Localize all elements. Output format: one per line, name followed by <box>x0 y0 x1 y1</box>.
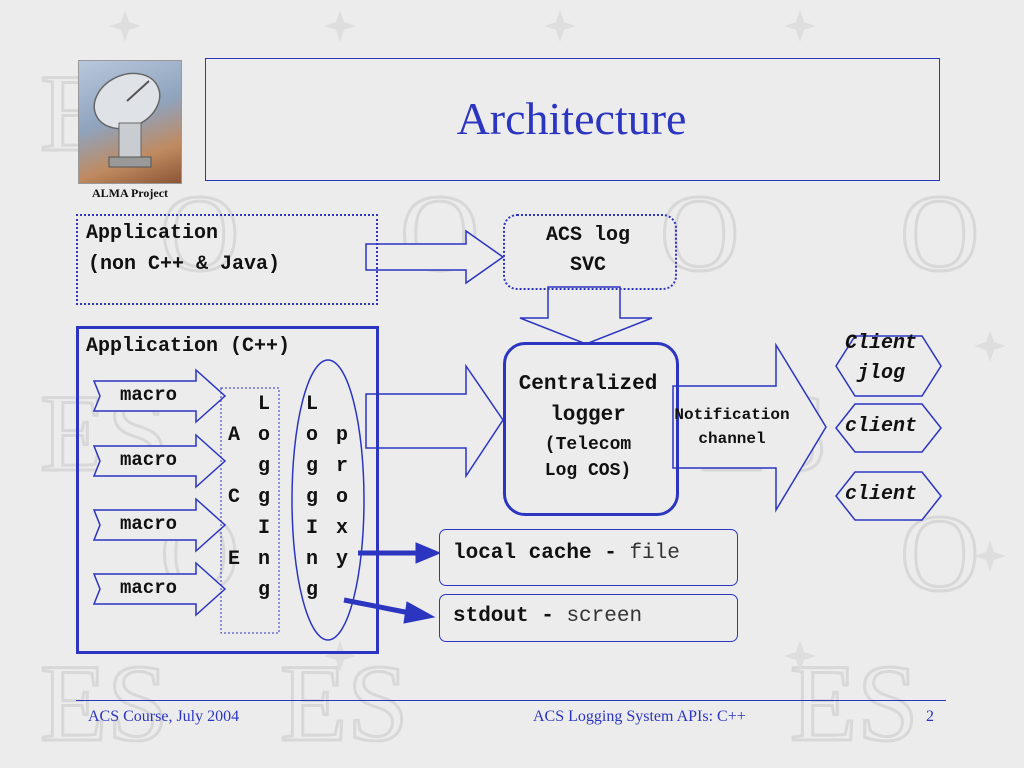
macro-arrow-3 <box>92 497 227 553</box>
client-label-2: client <box>844 415 917 438</box>
stdout-bold: stdout - <box>453 605 554 628</box>
application-noncpp-box <box>76 214 378 305</box>
logging-proxy-letter: o <box>305 424 318 447</box>
application-noncpp-line1: Application <box>86 222 219 245</box>
logging-proxy-letter: L <box>305 393 318 416</box>
arrow-acs-log-to-logger <box>519 286 653 345</box>
svg-text:ES: ES <box>790 642 918 764</box>
application-noncpp-line2: (non C++ & Java) <box>88 253 281 276</box>
footer-course: ACS Course, July 2004 <box>88 708 240 725</box>
ace-column-frame <box>220 387 280 634</box>
client-shape-3 <box>835 471 942 521</box>
acs-log-svc-line1: ACS log <box>545 224 630 247</box>
ace-letter: E <box>227 548 240 571</box>
proxy-letter: o <box>335 486 348 509</box>
client-jlog-shape <box>835 335 942 397</box>
macro-label-4: macro <box>120 577 178 599</box>
logging-proxy-letter: n <box>305 548 318 571</box>
client-shape-2 <box>835 403 942 453</box>
local-cache-bold: local cache - <box>453 542 617 565</box>
acs-log-svc-box <box>503 214 677 290</box>
acs-log-svc-line2: SVC <box>569 254 606 277</box>
arrow-notification-channel <box>672 342 827 513</box>
page-title: Architecture <box>456 93 687 144</box>
title-frame <box>205 58 940 181</box>
macro-arrow-4 <box>92 561 227 617</box>
macro-label-1: macro <box>120 384 178 406</box>
arrow-to-stdout <box>403 601 436 624</box>
logging-letter: g <box>257 579 270 602</box>
logging-proxy-letter: g <box>305 579 318 602</box>
macro-arrow-1 <box>92 368 227 424</box>
arrow-cpp-to-logger <box>365 363 504 479</box>
local-cache-label: local cache - file <box>453 542 680 565</box>
svg-text:O: O <box>900 172 979 294</box>
svg-text:ES: ES <box>40 642 168 764</box>
logging-letter: I <box>257 517 270 540</box>
logging-letter: o <box>257 424 270 447</box>
client-label-3: client <box>844 483 917 506</box>
proxy-letter: p <box>335 424 348 447</box>
logging-letter: n <box>257 548 270 571</box>
logging-letter: g <box>257 486 270 509</box>
logging-proxy-ellipse <box>291 359 365 641</box>
proxy-letter: x <box>335 517 348 540</box>
macro-arrow-2 <box>92 433 227 489</box>
notification-channel-line1: Notification <box>674 406 790 424</box>
svg-text:ES: ES <box>280 642 408 764</box>
stdout-label: stdout - screen <box>453 605 642 628</box>
logo-label: ALMA Project <box>91 186 169 200</box>
footer-page-number: 2 <box>926 708 934 725</box>
footer-subject: ACS Logging System APIs: C++ <box>533 708 746 725</box>
logging-proxy-letter: I <box>305 517 318 540</box>
centralized-logger-line4: Log COS) <box>544 461 632 481</box>
local-cache-box <box>439 529 738 586</box>
centralized-logger-line1: Centralized <box>518 373 658 396</box>
logging-proxy-letter: g <box>305 455 318 478</box>
stdout-box <box>439 594 738 642</box>
proxy-letter: r <box>335 455 348 478</box>
ace-letter: C <box>227 486 240 509</box>
macro-label-3: macro <box>120 513 178 535</box>
macro-label-2: macro <box>120 449 178 471</box>
footer-divider <box>76 700 946 701</box>
centralized-logger-line2: logger <box>550 404 626 427</box>
application-cpp-label: Application (C++) <box>86 335 291 358</box>
logging-letter: L <box>257 393 270 416</box>
local-cache-normal: file <box>629 542 680 565</box>
arrow-to-local-cache <box>415 542 442 564</box>
svg-text:O: O <box>160 172 239 294</box>
client-jlog-line2: jlog <box>856 362 905 385</box>
application-cpp-box <box>76 326 379 654</box>
logging-letter: g <box>257 455 270 478</box>
alma-antenna-logo <box>78 60 182 184</box>
logging-proxy-letter: g <box>305 486 318 509</box>
client-jlog-line1: Client <box>844 332 917 355</box>
centralized-logger-box <box>503 342 679 516</box>
notification-channel-line2: channel <box>698 430 766 448</box>
proxy-letter: y <box>335 548 348 571</box>
centralized-logger-line3: (Telecom <box>544 435 632 455</box>
stdout-normal: screen <box>566 605 643 628</box>
svg-text:O: O <box>660 172 739 294</box>
ace-letter: A <box>227 424 240 447</box>
arrow-app-to-acs-log <box>365 229 505 285</box>
